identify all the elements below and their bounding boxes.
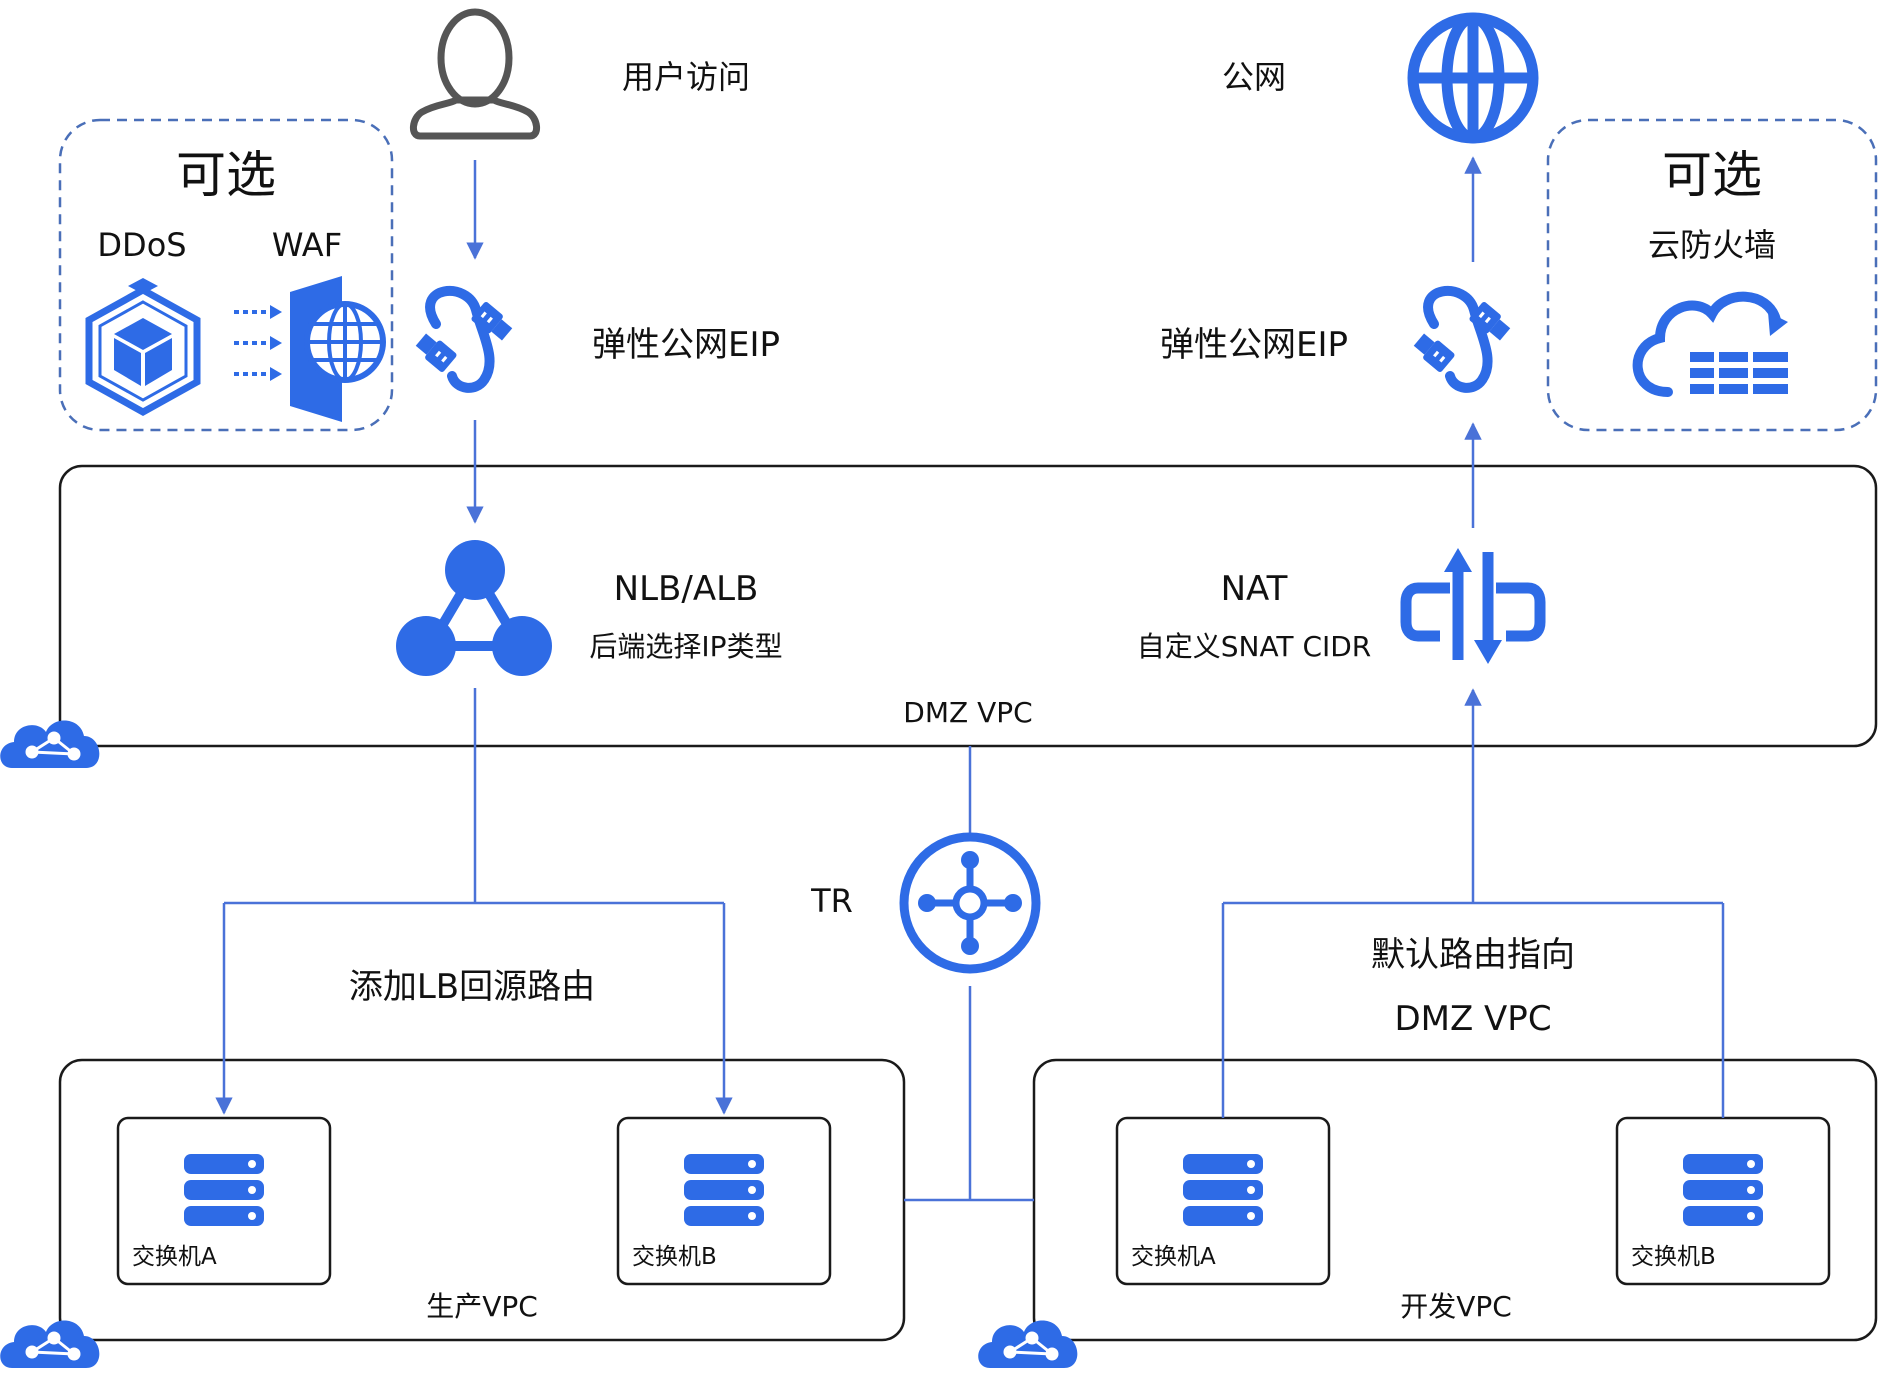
optional-security-box: [58, 118, 394, 432]
ddos-label: DDoS: [97, 226, 186, 264]
cloud-firewall-label: 云防火墙: [1648, 226, 1776, 264]
cloud-firewall-icon: [1632, 291, 1788, 397]
prod-vpc-cloud-icon: [0, 1318, 101, 1370]
default-route-note-line1: 默认路由指向: [1371, 935, 1575, 975]
prod-switch-b-box[interactable]: [616, 1116, 832, 1286]
eip-left-icon: [413, 291, 515, 388]
eip-left-label: 弹性公网EIP: [592, 325, 780, 365]
connection-lines: [215, 156, 1725, 1202]
dev-switch-b-label: 交换机B: [1631, 1244, 1716, 1270]
waf-icon: [290, 276, 386, 422]
ddos-shield-icon: [85, 278, 201, 417]
prod-switch-b-label: 交换机B: [632, 1244, 717, 1270]
eip-right-label: 弹性公网EIP: [1160, 325, 1348, 365]
globe-icon: [1407, 12, 1539, 144]
load-balancer-icon[interactable]: [396, 540, 552, 676]
optional-left-title: 可选: [176, 146, 276, 204]
lb-title: NLB/ALB: [614, 569, 759, 609]
dev-vpc-cloud-icon: [976, 1318, 1079, 1370]
dmz-vpc-cloud-icon: [0, 718, 101, 770]
prod-switch-a-box[interactable]: [116, 1116, 332, 1286]
public-network-label: 公网: [1222, 58, 1286, 96]
nat-subtitle: 自定义SNAT CIDR: [1137, 630, 1372, 663]
tr-label: TR: [810, 882, 853, 920]
prod-vpc-name: 生产VPC: [426, 1290, 538, 1323]
lb-subtitle: 后端选择IP类型: [589, 630, 782, 663]
prod-switch-a-server-icon: [184, 1154, 264, 1226]
dev-switch-a-server-icon: [1183, 1154, 1263, 1226]
dev-switch-b-server-icon: [1683, 1154, 1763, 1226]
optional-firewall-box: [1546, 118, 1878, 432]
lb-route-note: 添加LB回源路由: [349, 967, 595, 1007]
optional-right-title: 可选: [1662, 146, 1762, 204]
user-icon: [410, 8, 540, 140]
dmz-vpc-name: DMZ VPC: [903, 696, 1032, 729]
flow-arrows-icon: [234, 305, 282, 381]
dev-vpc-name: 开发VPC: [1400, 1290, 1512, 1323]
dev-switch-a-label: 交换机A: [1131, 1244, 1216, 1270]
prod-switch-a-label: 交换机A: [132, 1244, 217, 1270]
user-access-label: 用户访问: [622, 58, 750, 96]
nat-title: NAT: [1221, 569, 1288, 609]
waf-label: WAF: [272, 226, 342, 264]
eip-right-icon: [1411, 291, 1513, 388]
default-route-note-line2: DMZ VPC: [1394, 999, 1551, 1039]
transit-router-icon[interactable]: [899, 832, 1041, 974]
nat-gateway-icon[interactable]: [1400, 548, 1546, 664]
dmz-vpc-box: [58, 464, 1878, 748]
prod-switch-b-server-icon: [684, 1154, 764, 1226]
